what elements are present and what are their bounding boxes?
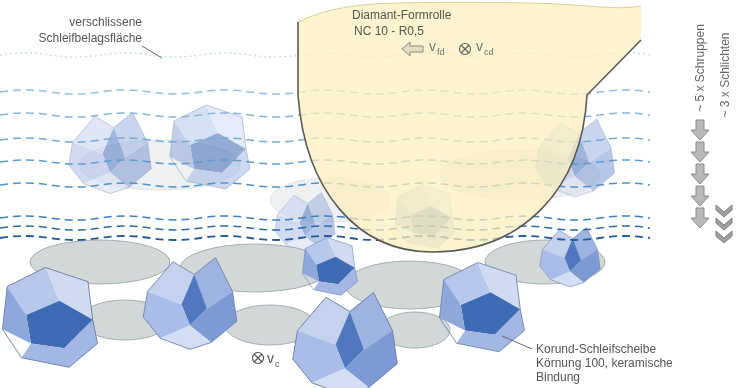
pass-count-label: ~ 3 x Schlichten (717, 32, 731, 117)
velocity-symbol: v (429, 38, 436, 54)
velocity-index: fd (437, 47, 445, 57)
worn-surface-label: verschlissene Schleifbelagsfläche (12, 14, 142, 46)
velocity-symbol: v (267, 350, 274, 366)
velocity-symbol: v (476, 38, 483, 54)
velocity-index: c (275, 359, 280, 369)
dressing-roller: Diamant-Formrolle NC 10 - R0,5 (297, 0, 642, 256)
roller-outline (297, 0, 642, 256)
roller-label: NC 10 - R0,5 (354, 24, 424, 38)
velocity-index: cd (484, 47, 494, 57)
wheel-label: Korund-Schleifscheibe Körnung 100, keram… (536, 342, 696, 384)
pass-count-label: ~ 5 x Schruppen (693, 24, 707, 112)
roller-label: Diamant-Formrolle (352, 8, 451, 22)
